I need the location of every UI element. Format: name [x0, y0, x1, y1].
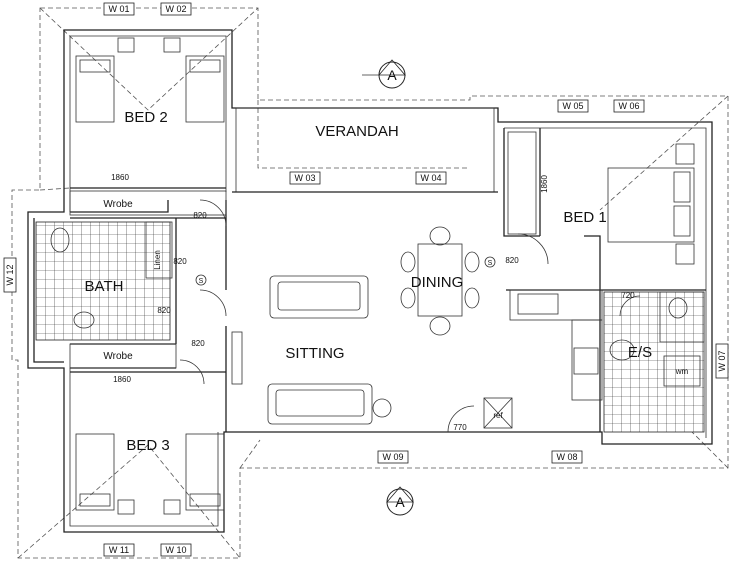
window-w03: W 03	[294, 173, 315, 183]
sofa-2-seat	[275, 389, 365, 417]
window-tags	[3, 2, 729, 557]
bed1-pillow-1	[673, 171, 691, 203]
chair-5	[464, 251, 480, 273]
section-marker-bottom: A	[386, 486, 414, 516]
linen-cupboard	[145, 221, 173, 279]
window-w05: W 05	[562, 101, 583, 111]
chair-3	[400, 251, 416, 273]
bed2-pillow-l	[79, 59, 111, 73]
room-label-bed3: BED 3	[126, 437, 169, 454]
verandah-outline	[257, 100, 470, 169]
chair-6	[464, 287, 480, 309]
section-marker-top: A	[378, 59, 406, 89]
ensuite-floor	[603, 291, 705, 433]
ensuite-toilet	[668, 297, 688, 319]
dim-1860-bed1: 1860	[540, 175, 549, 193]
window-w09: W 09	[382, 452, 403, 462]
nightstand-1	[117, 37, 135, 53]
kitchen-sink	[517, 293, 559, 315]
dining-table	[417, 243, 463, 317]
chair-1	[429, 226, 451, 246]
wrobe-bed3	[69, 343, 177, 369]
dim-720: 720	[621, 291, 635, 300]
room-label-bath: BATH	[85, 278, 124, 295]
door-swings	[179, 199, 641, 433]
nightstand-2	[163, 37, 181, 53]
window-w07: W 07	[717, 350, 727, 371]
bed1	[607, 167, 695, 243]
dim-820-d: 820	[191, 339, 205, 348]
fridge-x	[483, 397, 513, 429]
sofa-1-seat	[277, 281, 361, 311]
kitchen-bench	[509, 289, 603, 321]
cooktop	[573, 347, 599, 375]
room-label-dining: DINING	[411, 274, 464, 291]
window-w01: W 01	[108, 4, 129, 14]
dim-770: 770	[453, 423, 467, 432]
chair-4	[400, 287, 416, 309]
bed3-right	[185, 433, 225, 511]
dim-820-a: 820	[193, 211, 207, 220]
room-label-es: E/S	[628, 344, 652, 361]
ensuite-wm	[663, 355, 701, 387]
bed1-stand-top	[675, 143, 695, 165]
section-label-bottom: A	[395, 494, 405, 510]
wrobe-label-top: Wrobe	[103, 199, 133, 210]
window-w11: W 11	[109, 545, 129, 555]
bed1-pillow-2	[673, 205, 691, 237]
bed2-right	[185, 55, 225, 123]
smoke-detector-2	[484, 256, 496, 268]
dim-1860-top: 1860	[111, 173, 129, 182]
chair-2	[429, 316, 451, 336]
side-table	[372, 398, 392, 418]
wrobe-bed2	[69, 190, 227, 216]
smoke-label-1: S	[199, 278, 204, 285]
dim-820-e: 820	[505, 256, 519, 265]
bed2-pillow-r	[189, 59, 221, 73]
label-wm: wm	[675, 367, 689, 376]
dim-1860-bottom: 1860	[113, 375, 131, 384]
room-label-linen: Linen	[153, 250, 162, 270]
nightstand-4	[163, 499, 181, 515]
label-ref: ref	[493, 411, 503, 420]
sofa-2	[267, 383, 373, 425]
nightstand-3	[117, 499, 135, 515]
bed3-pillow-l	[79, 493, 111, 507]
ensuite-basin	[609, 339, 635, 361]
room-label-sitting: SITTING	[285, 345, 344, 362]
sofa-1	[269, 275, 369, 319]
bath-floor	[35, 221, 171, 341]
room-label-bed1: BED 1	[563, 209, 606, 226]
dim-820-b: 820	[173, 257, 187, 266]
wrobe-label-bottom: Wrobe	[103, 351, 133, 362]
verandah-area	[235, 107, 495, 193]
bed1-stand-bot	[675, 243, 695, 265]
wrobe-bed1	[507, 131, 537, 235]
smoke-detector-1	[195, 274, 207, 286]
window-w04: W 04	[420, 173, 441, 183]
kitchen-side-bench	[571, 319, 603, 401]
window-w06: W 06	[618, 101, 639, 111]
bed3-left	[75, 433, 115, 511]
section-label-top: A	[387, 67, 397, 83]
window-w12: W 12	[5, 264, 15, 285]
room-label-bed2: BED 2	[124, 109, 167, 126]
bath-toilet	[73, 311, 95, 329]
bath-basin	[50, 227, 70, 253]
tv-unit	[231, 331, 243, 385]
dim-820-c: 820	[157, 306, 171, 315]
window-w02: W 02	[165, 4, 186, 14]
smoke-label-2: S	[488, 260, 493, 267]
fridge	[483, 397, 513, 429]
room-label-verandah: VERANDAH	[315, 123, 398, 140]
bed3-pillow-r	[189, 493, 221, 507]
window-w10: W 10	[165, 545, 186, 555]
ensuite-vanity	[659, 291, 705, 343]
bed2-left	[75, 55, 115, 123]
window-w08: W 08	[556, 452, 577, 462]
exterior-walls-inner	[33, 35, 707, 527]
